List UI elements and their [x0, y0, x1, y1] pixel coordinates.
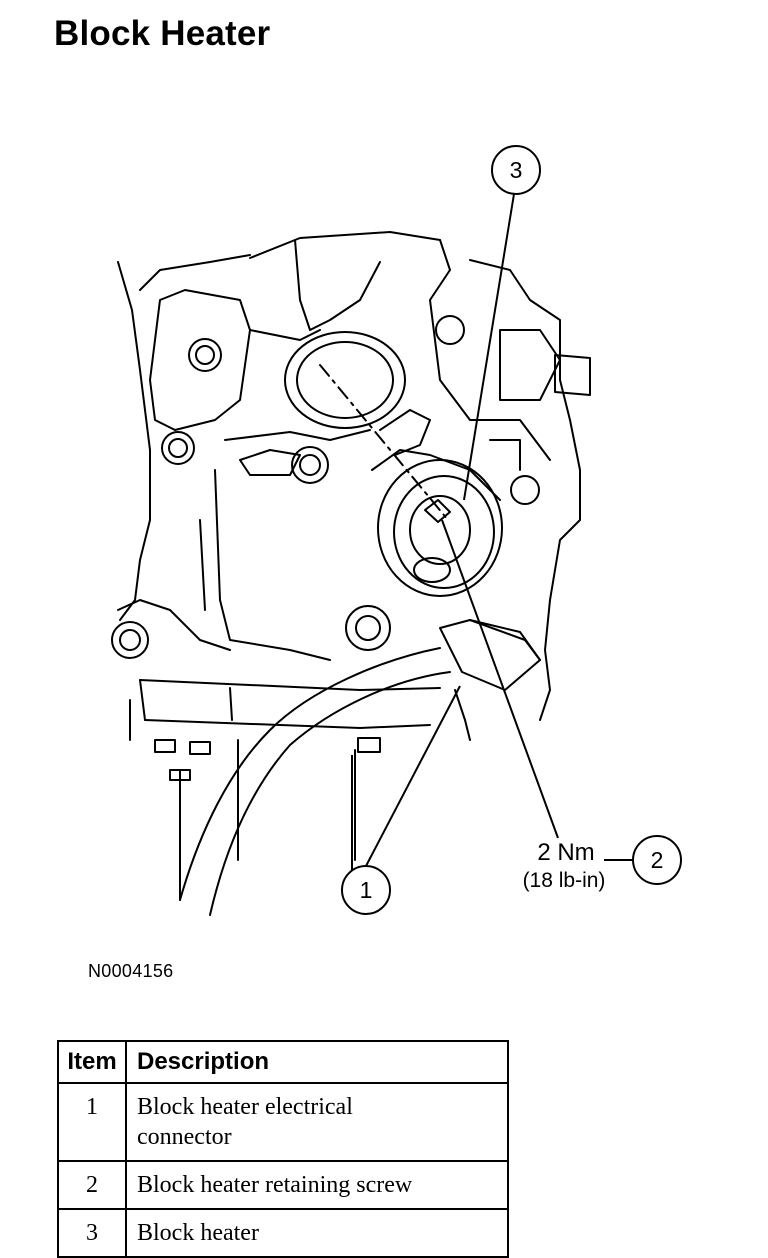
page-title: Block Heater — [54, 14, 271, 53]
left-bolt-hole — [161, 431, 195, 465]
legend-item-number: 2 — [57, 1160, 127, 1210]
legend-header-description: Description — [125, 1040, 509, 1084]
lower-mid-hole-inner — [355, 615, 381, 641]
cord-segment — [454, 689, 471, 741]
block-heater-diagram: 3 2 1 2 Nm (18 lb-in) — [111, 145, 682, 916]
heater-flange-inner — [393, 475, 495, 589]
callout-1: 1 — [341, 865, 391, 915]
core-plug-bore-inner — [296, 341, 394, 419]
callout-2-label: 2 — [651, 847, 664, 873]
left-bolt-hole-inner — [168, 438, 188, 458]
rail-bolt-1 — [154, 739, 176, 753]
core-plug-bore — [284, 331, 406, 429]
mid-bolt-hole-inner — [299, 454, 321, 476]
legend-item-number: 1 — [57, 1082, 127, 1162]
lower-left-hole — [111, 621, 149, 659]
installation-centerline — [319, 364, 449, 521]
right-bracket — [499, 329, 561, 401]
torque-imperial: (18 lb-in) — [523, 869, 606, 892]
heater-screw — [424, 499, 451, 523]
rail-bolt-4 — [357, 737, 381, 753]
legend-item-description: Block heater electrical connector — [125, 1082, 509, 1162]
pan-rail-mid — [229, 687, 233, 721]
connector-plug-body — [469, 619, 541, 661]
callout-2-circle — [632, 835, 682, 885]
torque-metric: 2 Nm — [537, 839, 594, 866]
callout-1-circle — [341, 865, 391, 915]
upper-boss-hole-inner — [195, 345, 215, 365]
callout-3-label: 3 — [510, 157, 523, 183]
heater-socket-pin — [413, 557, 451, 583]
top-casting-line-3 — [249, 329, 321, 341]
mid-casting-line-3 — [214, 469, 331, 661]
lower-mid-hole — [345, 605, 391, 651]
upper-boss-hole — [188, 338, 222, 372]
top-casting-line-1 — [249, 231, 441, 259]
right-block-top — [429, 239, 551, 461]
engine-block-illustration — [111, 231, 591, 916]
callout-2: 2 — [632, 835, 682, 885]
leader-lines — [351, 193, 634, 870]
mid-bolt-hole — [291, 446, 329, 484]
connector-plug — [439, 619, 541, 691]
mid-casting-line-2 — [239, 449, 301, 476]
callout-3: 3 — [491, 145, 541, 195]
cord-top-edge — [179, 647, 441, 901]
rail-bolt-3 — [169, 769, 191, 781]
pan-rail-top — [139, 679, 441, 691]
block-left-inner-edge — [139, 254, 251, 291]
cord-bottom-edge — [209, 671, 451, 916]
callout-3-leader — [463, 193, 515, 501]
lower-mount-outline — [117, 599, 231, 651]
heater-element-tube — [379, 409, 431, 456]
callout-1-leader-a — [365, 685, 461, 867]
pan-rail-left — [139, 679, 146, 721]
block-left-edge — [117, 261, 151, 621]
heater-socket-ring — [409, 495, 471, 565]
callout-1-label: 1 — [360, 877, 373, 903]
top-casting-line-2 — [294, 239, 381, 331]
figure-code: N0004156 — [88, 961, 174, 981]
mid-casting-line-1 — [224, 429, 371, 441]
heater-flange-outer — [377, 459, 503, 597]
legend-header-row: Item Description — [57, 1040, 509, 1084]
mid-casting-line-4 — [199, 519, 206, 611]
pan-rail-bottom — [144, 719, 431, 729]
right-block-outline — [469, 259, 581, 721]
right-connector-housing — [554, 354, 591, 396]
rail-bolt-2 — [189, 741, 211, 755]
lower-left-hole-inner — [119, 629, 141, 651]
table-row: 2 Block heater retaining screw — [57, 1160, 509, 1210]
callout-3-circle — [491, 145, 541, 195]
legend-table: Item Description 1 Block heater electric… — [57, 1040, 509, 1258]
table-row: 1 Block heater electrical connector — [57, 1082, 509, 1162]
right-lower-hole — [510, 475, 540, 505]
right-boss-hole — [435, 315, 465, 345]
legend-header-item: Item — [57, 1040, 127, 1084]
callout-2-leader — [441, 519, 559, 839]
legend-item-description: Block heater retaining screw — [125, 1160, 509, 1210]
upper-boss-outline — [149, 289, 251, 431]
heater-body — [371, 449, 501, 501]
right-casting-line — [489, 439, 521, 471]
